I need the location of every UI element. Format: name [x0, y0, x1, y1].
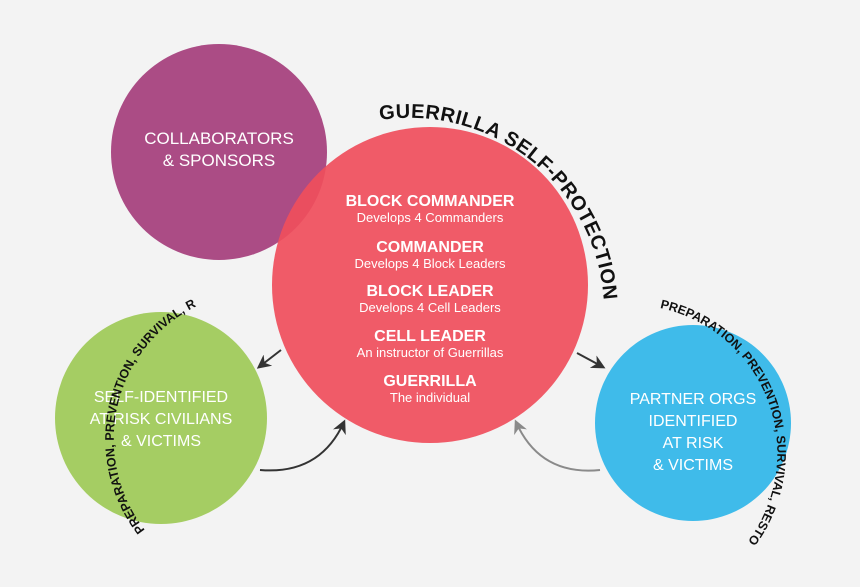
arrow-civilians-to-core: [259, 419, 346, 472]
collaborators-line2: & SPONSORS: [163, 151, 275, 170]
partners-line2: IDENTIFIED: [649, 413, 738, 430]
role-title-block-commander: BLOCK COMMANDER: [346, 193, 515, 210]
role-desc-cell-leader: An instructor of Guerrillas: [357, 345, 504, 360]
partners-line1: PARTNER ORGS: [630, 391, 757, 408]
role-desc-commander: Develops 4 Block Leaders: [354, 256, 506, 271]
arrow-partners-to-core: [514, 419, 601, 472]
role-title-commander: COMMANDER: [376, 239, 484, 256]
collaborators-circle: [111, 44, 327, 260]
role-title-cell-leader: CELL LEADER: [374, 328, 486, 345]
arrow-core-to-partners: [576, 352, 606, 369]
partners-line4: & VICTIMS: [653, 457, 733, 474]
core-circle: [272, 127, 588, 443]
arrow-core-to-civilians: [256, 349, 282, 369]
role-title-guerrilla: GUERRILLA: [383, 373, 477, 390]
role-desc-block-leader: Develops 4 Cell Leaders: [359, 300, 501, 315]
civilians-line2: AT RISK CIVILIANS: [90, 411, 233, 428]
role-title-block-leader: BLOCK LEADER: [366, 283, 494, 300]
partners-line3: AT RISK: [663, 435, 724, 452]
collaborators-line1: COLLABORATORS: [144, 129, 294, 148]
civilians-circle: [55, 312, 267, 524]
partners-circle: [595, 325, 791, 521]
role-desc-block-commander: Develops 4 Commanders: [357, 210, 504, 225]
civilians-line1: SELF-IDENTIFIED: [94, 389, 228, 406]
civilians-line3: & VICTIMS: [121, 433, 201, 450]
role-desc-guerrilla: The individual: [390, 390, 470, 405]
